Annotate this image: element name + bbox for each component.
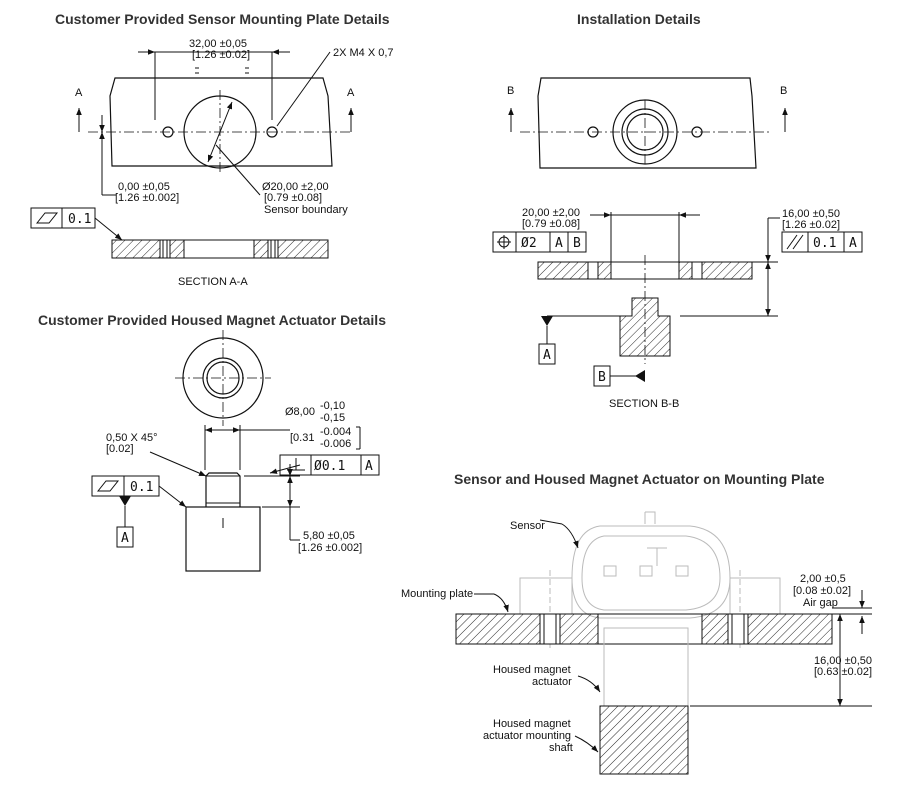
magnet-dia-tol-top: -0,10 bbox=[320, 400, 345, 412]
section-a-a-view bbox=[111, 239, 329, 259]
air-gap-note: Air gap bbox=[803, 597, 838, 609]
datum-a-box: A bbox=[543, 348, 551, 363]
shaft-label-1: Housed magnet bbox=[493, 718, 571, 730]
air-gap-dim: 2,00 ±0,5 bbox=[800, 573, 846, 585]
mounting-plate-title: Customer Provided Sensor Mounting Plate … bbox=[55, 11, 390, 27]
magnet-datum-a: A bbox=[121, 531, 129, 546]
parallel-tolerance: 0.1 bbox=[813, 236, 836, 251]
thread-callout: 2X M4 X 0,7 bbox=[333, 47, 394, 59]
magnet-dia-in-top: -0.004 bbox=[320, 426, 351, 438]
installation-view bbox=[508, 77, 788, 169]
sensor-label: Sensor bbox=[510, 520, 545, 532]
air-gap-dim-in: [0.08 ±0.02] bbox=[793, 585, 851, 597]
hole-spacing-dim-in: [1.26 ±0.02] bbox=[192, 49, 250, 61]
position-datum-b: B bbox=[573, 236, 581, 251]
install-bore-dim: 20,00 ±2,00 bbox=[522, 207, 580, 219]
perpendicularity-datum: A bbox=[365, 459, 373, 474]
shaft-label-3: shaft bbox=[549, 742, 573, 754]
bore-note: Sensor boundary bbox=[264, 204, 348, 216]
section-a-right: A bbox=[347, 87, 355, 99]
hole-spacing-dim: 32,00 ±0,05 bbox=[189, 38, 247, 50]
installation-title: Installation Details bbox=[577, 11, 701, 27]
bore-dim-in: [0.79 ±0.08] bbox=[264, 192, 322, 204]
magnet-length-dim-in: [1.26 ±0.002] bbox=[298, 542, 362, 554]
mounting-plate-label: Mounting plate bbox=[401, 588, 473, 600]
section-a-left: A bbox=[75, 87, 83, 99]
install-bore-dim-in: [0.79 ±0.08] bbox=[522, 218, 580, 230]
install-height-dim-in: [1.26 ±0.02] bbox=[782, 219, 840, 231]
assembly-height-dim-in: [0.63 ±0.02] bbox=[814, 666, 872, 678]
assembly-title: Sensor and Housed Magnet Actuator on Mou… bbox=[454, 471, 825, 487]
actuator-label-2: actuator bbox=[532, 676, 572, 688]
offset-dim: 0,00 ±0,05 bbox=[118, 181, 170, 193]
perpendicularity-tolerance: Ø0.1 bbox=[314, 459, 345, 474]
magnet-top-view bbox=[175, 330, 271, 426]
position-tolerance: Ø2 bbox=[521, 236, 537, 251]
magnet-dia-tol-bot: -0,15 bbox=[320, 412, 345, 424]
parallel-datum: A bbox=[849, 236, 857, 251]
magnet-flatness-tolerance: 0.1 bbox=[130, 480, 153, 495]
section-b-left: B bbox=[507, 85, 514, 97]
actuator-label-1: Housed magnet bbox=[493, 664, 571, 676]
shaft-label-2: actuator mounting bbox=[483, 730, 571, 742]
section-b-b-view bbox=[537, 255, 753, 387]
install-dimensions bbox=[492, 212, 863, 317]
assembly-height-dim: 16,00 ±0,50 bbox=[814, 655, 872, 667]
offset-dim-in: [1.26 ±0.002] bbox=[115, 192, 179, 204]
magnet-side-view bbox=[91, 425, 380, 572]
bore-dim: Ø20,00 ±2,00 bbox=[262, 181, 329, 193]
magnet-dia-in: [0.31 bbox=[290, 432, 314, 444]
magnet-actuator-title: Customer Provided Housed Magnet Actuator… bbox=[38, 312, 386, 328]
section-b-right: B bbox=[780, 85, 787, 97]
mounting-plate-view bbox=[76, 49, 354, 196]
datum-b-box: B bbox=[598, 370, 606, 385]
magnet-dia: Ø8,00 bbox=[285, 406, 315, 418]
flatness-tolerance: 0.1 bbox=[68, 212, 91, 227]
flatness-frame bbox=[30, 207, 123, 241]
chamfer-dim-in: [0.02] bbox=[106, 443, 134, 455]
magnet-length-dim: 5,80 ±0,05 bbox=[303, 530, 355, 542]
install-height-dim: 16,00 ±0,50 bbox=[782, 208, 840, 220]
position-datum-a: A bbox=[555, 236, 563, 251]
magnet-dia-in-bot: -0.006 bbox=[320, 438, 351, 450]
chamfer-dim: 0,50 X 45° bbox=[106, 432, 158, 444]
section-b-b-label: SECTION B-B bbox=[609, 398, 679, 410]
section-a-a-label: SECTION A-A bbox=[178, 276, 248, 288]
assembly-view bbox=[455, 511, 872, 775]
